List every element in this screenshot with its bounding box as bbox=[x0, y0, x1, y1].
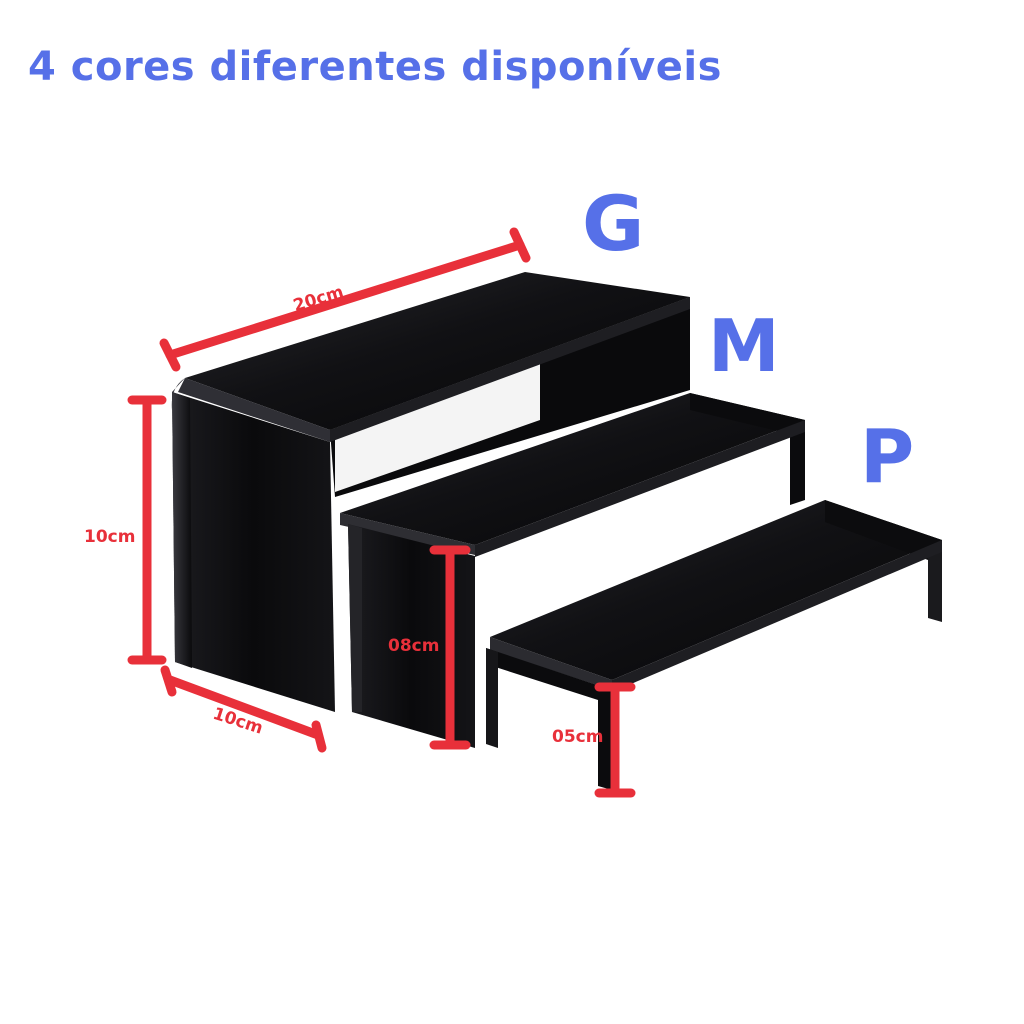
measure-height-m-line bbox=[429, 545, 471, 750]
measure-depth-line bbox=[160, 665, 327, 753]
size-label-g: G bbox=[582, 179, 645, 268]
size-label-p: P bbox=[860, 414, 915, 500]
label-height-m: 08cm bbox=[388, 636, 439, 656]
label-height-g: 10cm bbox=[84, 527, 135, 547]
measure-height-g-line bbox=[127, 395, 167, 665]
riser-g bbox=[171, 272, 690, 712]
riser-m bbox=[340, 393, 805, 748]
measure-width-line bbox=[159, 227, 531, 372]
headline: 4 cores diferentes disponíveis bbox=[28, 44, 722, 90]
measure-lines bbox=[127, 227, 636, 798]
riser-p bbox=[486, 500, 942, 790]
measure-height-p-line bbox=[594, 682, 636, 798]
size-label-m: M bbox=[708, 304, 780, 388]
label-height-p: 05cm bbox=[552, 727, 603, 747]
